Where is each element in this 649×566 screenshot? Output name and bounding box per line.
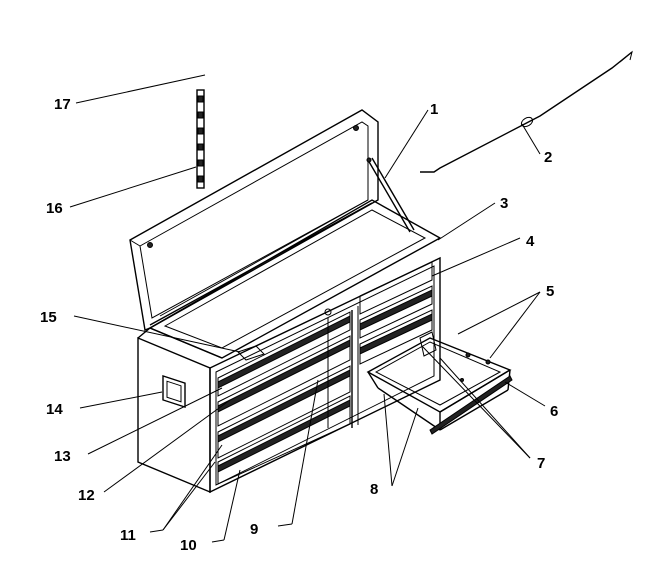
callout-leaders	[69, 74, 546, 543]
callout-label-17: 17	[54, 96, 71, 113]
open-drawer	[366, 331, 513, 435]
drawer-liner-strip	[196, 89, 205, 189]
callout-label-1: 1	[430, 101, 438, 118]
callout-label-4: 4	[526, 233, 535, 250]
callout-label-3: 3	[500, 195, 508, 212]
left-drawer-bank	[217, 308, 351, 485]
callout-label-11: 11	[120, 527, 136, 544]
callout-label-2: 2	[544, 149, 552, 166]
right-drawer-bank	[359, 261, 433, 365]
callout-label-6: 6	[550, 403, 558, 420]
lid-support-strut	[366, 157, 415, 233]
lid	[129, 109, 379, 331]
lock-hasp	[237, 345, 265, 361]
callout-label-5: 5	[546, 283, 554, 300]
callout-label-10: 10	[180, 537, 197, 554]
callout-label-12: 12	[78, 487, 95, 504]
chest-top-tray	[148, 199, 442, 359]
callout-label-8: 8	[370, 481, 378, 498]
side-handle	[162, 375, 186, 409]
callout-label-7: 7	[537, 455, 545, 472]
callout-label-16: 16	[46, 200, 63, 217]
lock-rod	[420, 50, 633, 173]
callout-label-14: 14	[46, 401, 63, 418]
callout-label-13: 13	[54, 448, 71, 465]
callout-label-15: 15	[40, 309, 57, 326]
callout-label-9: 9	[250, 521, 258, 538]
